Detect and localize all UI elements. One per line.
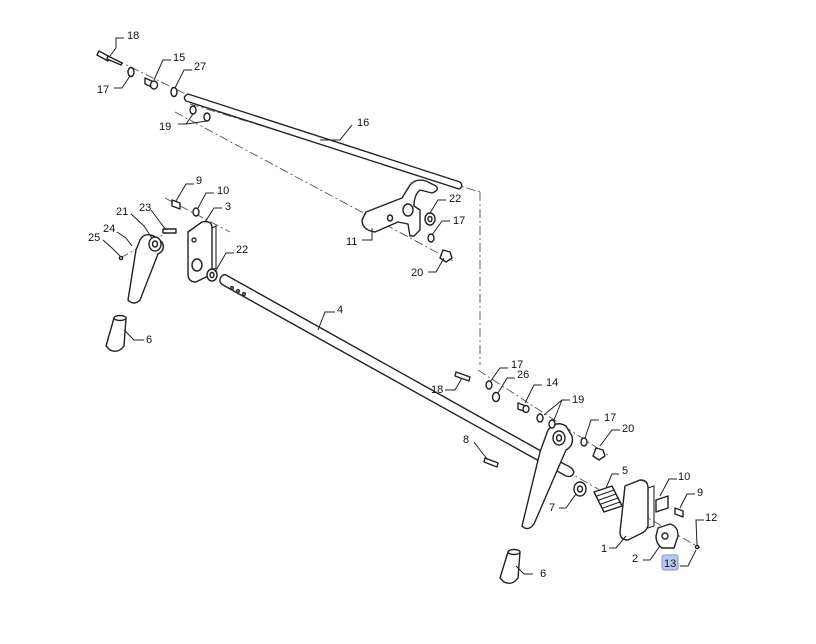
- callout-12: 12: [705, 512, 717, 524]
- callout-24: 24: [103, 223, 115, 235]
- callout-17-top: 17: [97, 84, 109, 96]
- callout-22-left: 22: [236, 244, 248, 256]
- cam-2: [655, 523, 679, 549]
- washer-17-mid: [485, 380, 493, 390]
- callout-20-upper: 20: [411, 267, 423, 279]
- callout-13-highlight: [661, 554, 679, 571]
- washer-26: [491, 391, 501, 403]
- callout-13: 13: [664, 558, 676, 570]
- washer-10-right: [655, 495, 669, 513]
- callout-21: 21: [116, 206, 128, 218]
- callout-9-right: 9: [697, 487, 703, 499]
- washer-22-upper: [424, 212, 436, 226]
- callout-20-right: 20: [622, 423, 634, 435]
- callout-8: 8: [463, 434, 469, 446]
- washer-17-top: [127, 66, 135, 78]
- callout-23: 23: [139, 202, 151, 214]
- washer-27: [170, 86, 178, 98]
- callout-14: 14: [546, 377, 558, 389]
- callout-9-left: 9: [196, 175, 202, 187]
- callout-18-mid: 18: [431, 384, 443, 396]
- callout-10-right: 10: [678, 471, 690, 483]
- callout-16: 16: [357, 117, 369, 129]
- callout-18-top: 18: [127, 30, 139, 42]
- nut-20-upper: [439, 249, 453, 263]
- callouts: 18 17 15 27 19 16 11 22 17 20 9 10 3 22 …: [88, 30, 717, 580]
- pin-23: [162, 228, 177, 234]
- callout-19-mid: 19: [572, 394, 584, 406]
- callout-17-right: 17: [604, 412, 616, 424]
- rod-16: [183, 93, 463, 190]
- pedal-lever-right: [521, 423, 574, 530]
- pedal-pad-6-left: [105, 314, 127, 353]
- bolt-9-left: [171, 199, 181, 210]
- pedal-lever-21: [127, 233, 165, 304]
- washer-7: [573, 481, 587, 497]
- callout-17-upper: 17: [453, 215, 465, 227]
- callout-19-top: 19: [159, 121, 171, 133]
- pedal-pad-6-right: [499, 548, 521, 585]
- bushing-15: [144, 77, 159, 90]
- callout-6-right: 6: [540, 568, 546, 580]
- bolt-18-top: [96, 50, 123, 66]
- spring-5: [593, 485, 623, 513]
- leader-lines: [102, 37, 704, 575]
- bolt-9-right: [674, 507, 684, 518]
- bushings-19-mid: [536, 413, 556, 429]
- bracket-1: [619, 479, 655, 541]
- pin-12: [694, 544, 700, 550]
- washer-17-upper: [427, 233, 435, 243]
- callout-2: 2: [632, 553, 638, 565]
- bolt-18-mid: [454, 371, 471, 382]
- callout-26: 26: [517, 369, 529, 381]
- callout-5: 5: [622, 465, 628, 477]
- callout-3: 3: [225, 201, 231, 213]
- callout-17-mid: 17: [511, 359, 523, 371]
- callout-15: 15: [173, 52, 185, 64]
- callout-7: 7: [549, 502, 555, 514]
- pin-8: [483, 457, 499, 468]
- callout-25: 25: [88, 232, 100, 244]
- washer-22-left: [206, 268, 218, 282]
- washer-10-left: [192, 207, 200, 217]
- callout-22-upper: 22: [449, 193, 461, 205]
- bushing-14: [517, 402, 530, 414]
- callout-10-left: 10: [217, 185, 229, 197]
- nut-20-right: [592, 447, 606, 461]
- pin-24-25: [118, 255, 124, 261]
- callout-27: 27: [194, 61, 206, 73]
- callout-11: 11: [346, 236, 357, 248]
- callout-4: 4: [337, 304, 343, 316]
- callout-1: 1: [601, 543, 607, 555]
- callout-6-left: 6: [146, 334, 152, 346]
- centerlines: [99, 51, 701, 549]
- lever-11: [361, 179, 439, 237]
- washer-17-right: [580, 437, 588, 447]
